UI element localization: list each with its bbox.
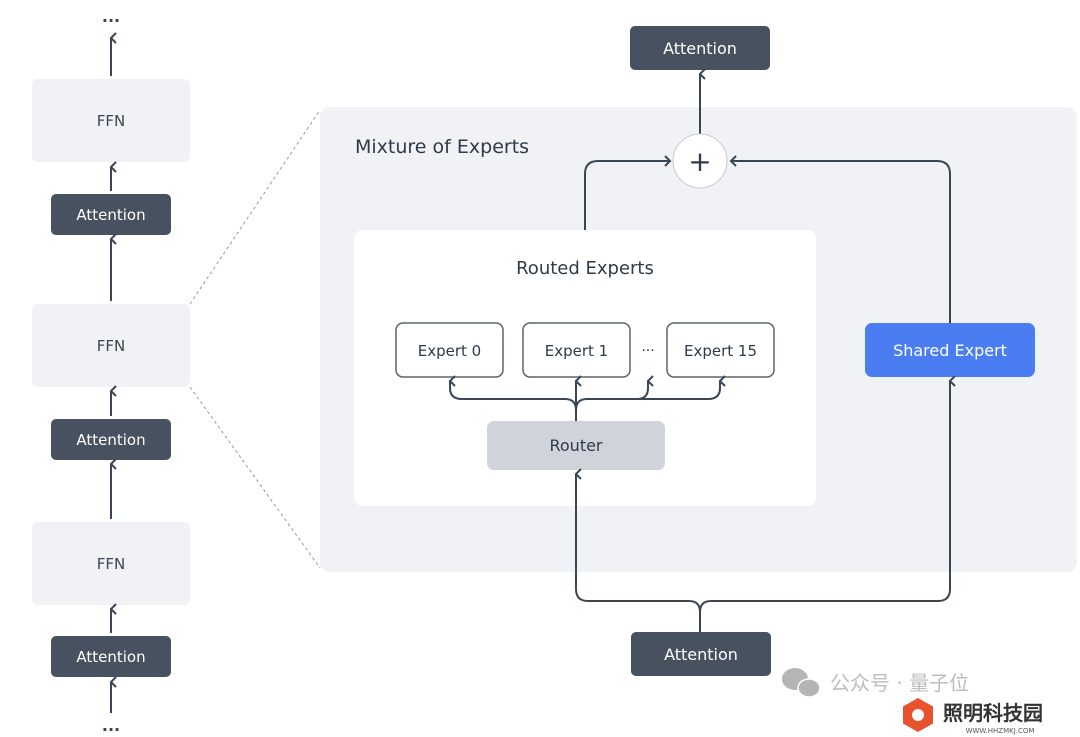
expert-0-label: Expert 0: [418, 342, 481, 360]
ffn-label: FFN: [97, 555, 125, 573]
router-branches: [448, 375, 726, 421]
logo-icon: [903, 698, 933, 732]
wechat-watermark-text: 公众号 · 量子位: [830, 671, 969, 695]
logo-text: 照明科技园: [943, 701, 1043, 725]
ffn-block-2: [32, 304, 190, 387]
ffn-label: FFN: [97, 112, 125, 130]
ffn-block-3: [32, 522, 190, 605]
bottom-ellipsis: ...: [102, 716, 120, 735]
experts-ellipsis: ···: [641, 343, 654, 359]
left-layer-stack: ... FFN Attention FFN Attention FFN Atte…: [32, 7, 190, 735]
watermark: 公众号 · 量子位 照明科技园 WWW.HHZMKJ.COM: [782, 668, 1080, 737]
ffn-block-1: [32, 79, 190, 162]
top-ellipsis: ...: [102, 7, 120, 26]
routed-experts-title: Routed Experts: [516, 258, 654, 279]
zoom-guide-bottom: [189, 386, 321, 569]
shared-to-sum-line: [729, 155, 951, 323]
wechat-icon: [782, 668, 821, 698]
bottom-attention-block: [631, 632, 771, 676]
ffn-label: FFN: [97, 337, 125, 355]
top-attention-label: Attention: [663, 39, 737, 58]
plus-icon: +: [688, 145, 711, 178]
moe-title: Mixture of Experts: [355, 136, 529, 158]
zoom-guide-top: [189, 109, 321, 305]
attention-label: Attention: [76, 648, 145, 666]
bottom-attention-label: Attention: [664, 645, 738, 664]
routed-to-sum-line: [584, 155, 672, 230]
input-split-lines: [574, 375, 956, 632]
expert-1-label: Expert 1: [545, 342, 608, 360]
attention-block-2: [51, 419, 171, 460]
router-block: [487, 421, 665, 470]
attention-block-1: [51, 194, 171, 235]
shared-expert-block: [865, 323, 1035, 377]
router-label: Router: [549, 436, 602, 455]
expert-15-label: Expert 15: [684, 342, 757, 360]
attention-block-3: [51, 636, 171, 677]
shared-expert-label: Shared Expert: [893, 341, 1007, 360]
top-attention-block: [630, 26, 770, 70]
logo-url: WWW.HHZMKJ.COM: [966, 727, 1035, 735]
attention-label: Attention: [76, 206, 145, 224]
attention-label: Attention: [76, 431, 145, 449]
sum-node: [672, 133, 728, 189]
